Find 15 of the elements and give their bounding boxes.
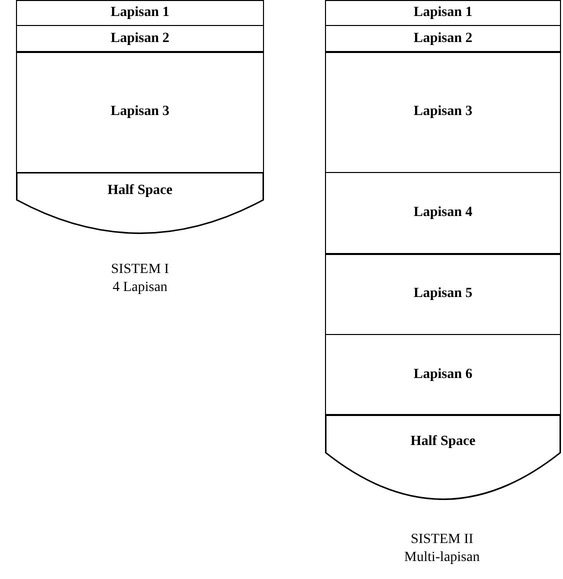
soil-layer: Lapisan 1 xyxy=(16,0,264,26)
system-caption: SISTEM I xyxy=(111,262,169,278)
system-caption: Multi-lapisan xyxy=(404,550,480,566)
layer-label: Half Space xyxy=(410,434,476,450)
soil-layer: Lapisan 6 xyxy=(325,334,561,416)
soil-layer: Lapisan 5 xyxy=(325,253,561,335)
soil-layer: Lapisan 1 xyxy=(325,0,561,26)
layer-label: Half Space xyxy=(108,183,172,200)
soil-layer: Lapisan 2 xyxy=(16,24,264,52)
soil-layer: Lapisan 3 xyxy=(325,51,561,173)
soil-layer: Lapisan 3 xyxy=(16,51,264,173)
soil-layer: Lapisan 2 xyxy=(325,24,561,52)
soil-layer: Lapisan 4 xyxy=(325,172,561,254)
system-caption: SISTEM II xyxy=(410,532,474,548)
system-caption: 4 Lapisan xyxy=(112,280,168,296)
